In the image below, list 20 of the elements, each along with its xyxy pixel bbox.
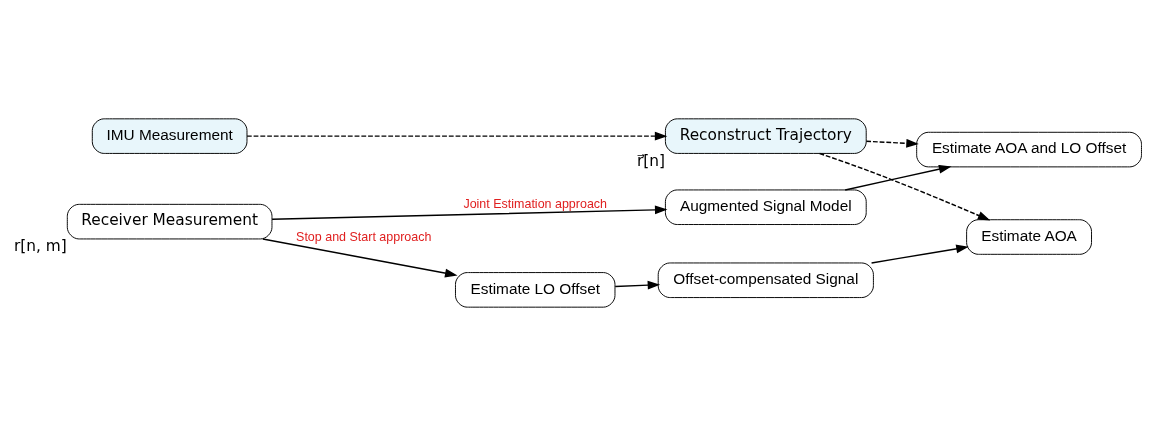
arrow [271, 205, 668, 220]
arrow [262, 237, 458, 277]
arrow [614, 280, 661, 290]
arrow [870, 244, 969, 264]
node-box: Offset-compensated Signal [657, 261, 874, 298]
node-box: Receiver Measurement [66, 203, 273, 239]
node-box: Reconstruct Trajectory [664, 117, 867, 154]
node-box: Augmented Signal Model [664, 188, 867, 225]
arrow [246, 131, 668, 140]
node-box: Estimate AOA and LO Offset [916, 131, 1142, 167]
edge-label: Stop and Start approach [296, 229, 432, 244]
arrow [844, 164, 952, 191]
node-label: r⃗[n] [636, 151, 666, 170]
node-label: r[n, m] [14, 236, 67, 255]
node-box: Estimate LO Offset [455, 271, 616, 308]
node-box: Estimate AOA [966, 218, 1092, 255]
arrow [818, 152, 991, 220]
edge-label: Joint Estimation approach [463, 196, 608, 211]
node-box: IMU Measurement [91, 117, 248, 154]
arrow [865, 138, 919, 148]
